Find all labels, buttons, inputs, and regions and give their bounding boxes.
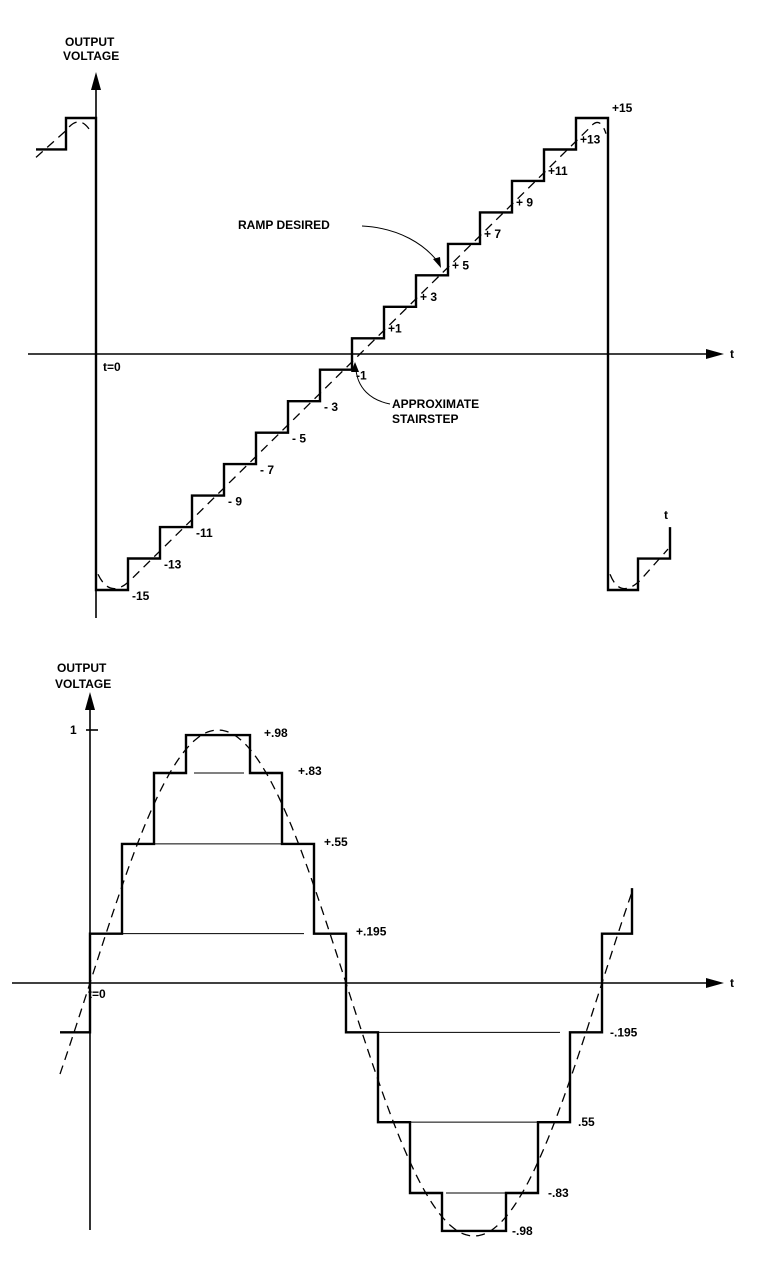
- sine-level-label: +.195: [356, 925, 387, 939]
- ramp-level-label: - 5: [292, 432, 306, 446]
- ramp-level-label: +13: [580, 133, 601, 147]
- ramp-chart: OUTPUT VOLTAGE t t=0 t -15 -13 -11 - 9 - 7 - …: [28, 35, 734, 618]
- sine-level-label: -.98: [512, 1224, 533, 1238]
- sine-origin-label: t=0: [88, 987, 106, 1001]
- sine-chart: OUTPUT VOLTAGE t t=0 1 +.98 +.83 +.55 +.195…: [12, 661, 734, 1238]
- stairstep-pointer: [355, 369, 391, 405]
- ramp-level-label: - 9: [228, 495, 242, 509]
- ramp-ylabel-line2: VOLTAGE: [63, 49, 119, 63]
- sine-y-axis-arrow: [85, 692, 95, 710]
- ramp-xlabel: t: [730, 347, 734, 361]
- ramp-level-label: -13: [164, 558, 182, 572]
- sine-level-labels: +.98 +.83 +.55 +.195 -.195 .55 -.83 -.98: [264, 726, 638, 1238]
- sine-level-label: -.195: [610, 1025, 638, 1039]
- sine-level-label: -.83: [548, 1186, 569, 1200]
- ramp-stairstep-curve: [36, 116, 672, 592]
- ramp-level-label: +1: [388, 321, 402, 335]
- stairstep-pointer-head: [351, 362, 359, 372]
- ramp-level-label: - 3: [324, 400, 338, 414]
- ramp-level-label: + 7: [484, 227, 501, 241]
- sine-level-label: +.98: [264, 726, 288, 740]
- sine-xlabel: t: [730, 976, 734, 990]
- ramp-desired-curve: [35, 121, 669, 590]
- sine-level-label: +.55: [324, 835, 348, 849]
- sine-stairstep-curve: [60, 733, 634, 1233]
- sine-ylabel-line1: OUTPUT: [57, 661, 107, 675]
- ramp-x-axis-arrow: [706, 349, 724, 359]
- ramp-level-label: -15: [132, 589, 150, 603]
- ramp-level-label: -11: [196, 526, 213, 540]
- ramp-level-label: +11: [548, 164, 568, 178]
- sine-ylabel-line2: VOLTAGE: [55, 677, 111, 691]
- ramp-level-labels: -15 -13 -11 - 9 - 7 - 5 - 3 -1 +1 + 3 + 5 + 7 + 9 +11…: [132, 101, 633, 603]
- sine-level-label: .55: [578, 1115, 595, 1129]
- ramp-level-label: + 3: [420, 290, 437, 304]
- sine-desired-curve: [59, 729, 633, 1237]
- ramp-level-label: +15: [612, 101, 633, 115]
- ramp-desired-pointer-head: [433, 257, 441, 268]
- sine-level-lines: [122, 772, 560, 1194]
- ramp-desired-annotation: RAMP DESIRED: [238, 218, 330, 232]
- sine-x-axis-arrow: [706, 978, 724, 988]
- ramp-ylabel-line1: OUTPUT: [65, 35, 115, 49]
- sine-y-tick-label: 1: [70, 723, 77, 737]
- ramp-level-label: + 9: [516, 195, 533, 209]
- ramp-level-label: - 7: [260, 463, 274, 477]
- ramp-level-label: -1: [356, 369, 367, 383]
- ramp-origin-label: t=0: [103, 360, 121, 374]
- ramp-desired-pointer: [361, 225, 439, 263]
- ramp-y-axis-arrow: [91, 72, 101, 90]
- stairstep-annotation-line1: APPROXIMATE: [392, 397, 479, 411]
- stairstep-annotation-line2: STAIRSTEP: [392, 412, 458, 426]
- ramp-extra-t-mark: t: [664, 508, 668, 522]
- sine-level-label: +.83: [298, 764, 322, 778]
- ramp-level-label: + 5: [452, 258, 469, 272]
